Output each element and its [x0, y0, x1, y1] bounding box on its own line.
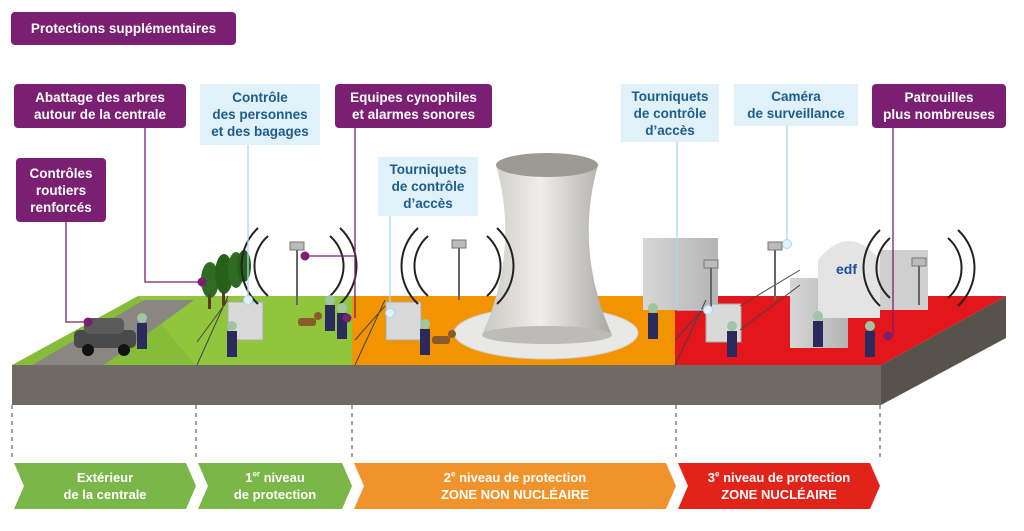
zone-level2-num: 2 [443, 470, 452, 485]
zone-label-level1: 1er niveau de protection [208, 463, 342, 509]
callout-people-check: Contrôle des personnes et des bagages [200, 84, 320, 145]
dogs [298, 312, 456, 344]
ground-front [12, 365, 881, 405]
callout-camera: Caméra de surveillance [734, 84, 858, 126]
surveillance-cameras [289, 239, 927, 310]
sound-alarms [240, 227, 976, 307]
zone-level3-num: 3 [707, 470, 716, 485]
header-title: Protections supplémentaires [11, 12, 236, 45]
callout-road-checks: Contrôles routiers renforcés [16, 158, 106, 222]
zone-outer-line2: de la centrale [63, 487, 147, 502]
trees [201, 250, 251, 309]
zone-level2-rest: niveau de protection [455, 470, 587, 485]
zone-level1-num: 1 [245, 470, 253, 485]
zone-level1-line2: de protection [233, 487, 317, 502]
zone-banner-level2 [354, 463, 676, 509]
zone-separators [11, 405, 881, 460]
zone-label-level2: 2e niveau de protection ZONE NON NUCLÉAI… [364, 463, 666, 509]
zone-level1-rest: niveau [260, 470, 305, 485]
zone-level1-line1: 1er niveau [245, 469, 305, 486]
callout-tree-felling: Abattage des arbres autour de la central… [14, 84, 186, 128]
guards [137, 295, 875, 357]
leader-dots-blue [243, 239, 792, 318]
zone-outer-line1: Extérieur [76, 470, 134, 485]
zone-banner-level3 [678, 463, 880, 509]
zone-level2-line2: ZONE NON NUCLÉAIRE [440, 487, 590, 502]
cooling-tower [453, 153, 639, 360]
fences [196, 269, 801, 366]
car [74, 318, 136, 356]
edf-logo: edf [836, 261, 857, 277]
zone-level3-rest: niveau de protection [719, 470, 851, 485]
zone-level3-line2: ZONE NUCLÉAIRE [721, 487, 837, 502]
ground-side [881, 296, 1006, 405]
callout-turnstiles-1: Tourniquets de contrôle d’accès [378, 157, 478, 216]
zone-level3-sup: e [715, 469, 720, 479]
zone-level2-line1: 2e niveau de protection [444, 469, 586, 486]
zone-banner-outer [14, 463, 196, 509]
callout-patrols: Patrouilles plus nombreuses [872, 84, 1006, 128]
callout-dog-teams: Equipes cynophiles et alarmes sonores [335, 84, 492, 128]
zone-label-level3: 3e niveau de protection ZONE NUCLÉAIRE [688, 463, 870, 509]
leader-dots [83, 251, 893, 341]
zone-banner-level1 [198, 463, 352, 509]
zone-level3-line1: 3e niveau de protection [708, 469, 850, 486]
callout-turnstiles-2: Tourniquets de contrôle d’accès [621, 84, 719, 142]
ground-slab [12, 296, 1006, 405]
zone-level2-sup: e [451, 469, 456, 479]
leader-lines [65, 126, 894, 336]
zone-banners [14, 463, 880, 509]
zone-level1-sup: er [252, 469, 260, 479]
zone-label-outer: Extérieur de la centrale [24, 463, 186, 509]
